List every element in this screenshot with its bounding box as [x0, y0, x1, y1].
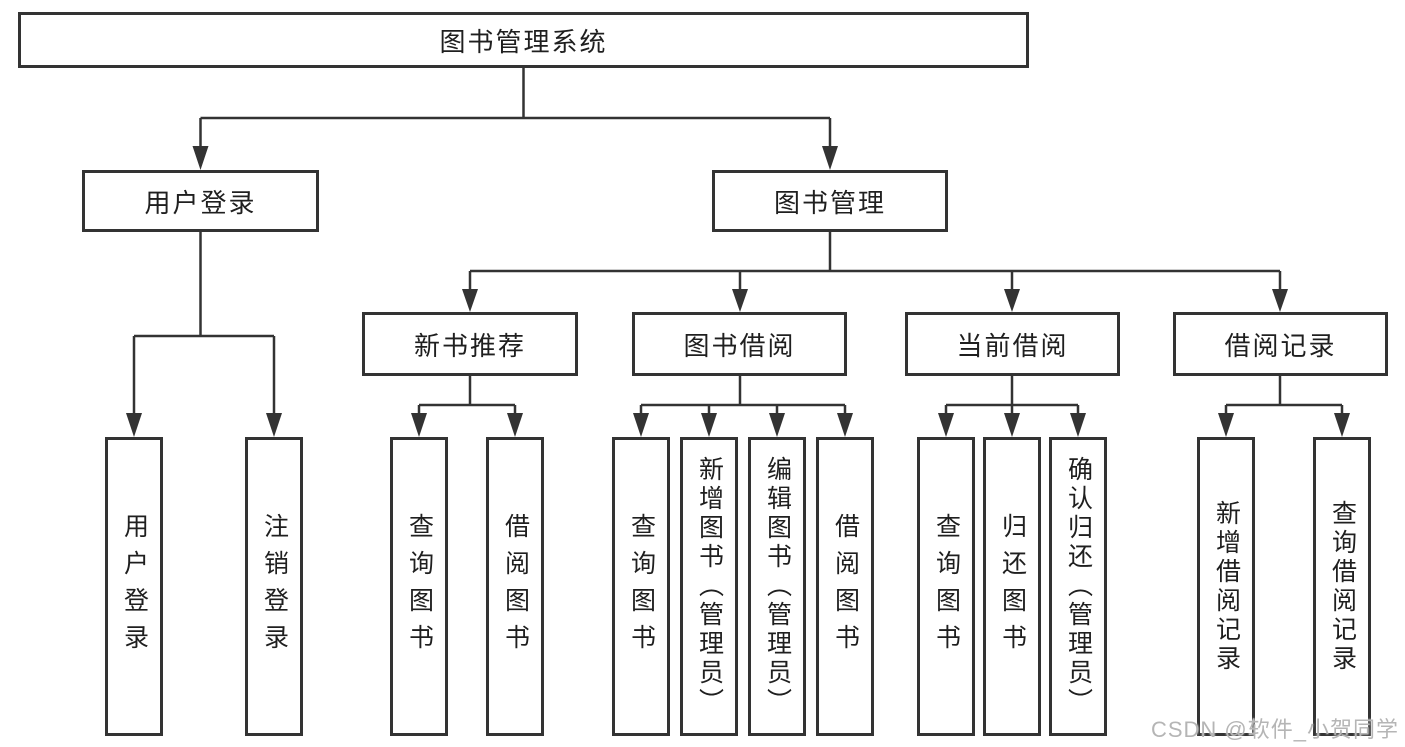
node-book-management: 图书管理	[712, 170, 948, 232]
node-new-book-recommend-label: 新书推荐	[413, 330, 526, 361]
node-user-login: 用户登录	[82, 170, 319, 232]
connector-root-to-level2	[199, 68, 832, 150]
node-leaf-query-books-borrowing: 查询图书	[612, 437, 670, 736]
csdn-watermark: CSDN @软件_小贺同学	[1150, 717, 1399, 742]
node-leaf-add-books-admin-label: 新增图书（管理员）	[695, 456, 724, 717]
node-leaf-logout-label: 注销登录	[260, 512, 289, 661]
connector-user-login-to-leaves	[132, 232, 276, 417]
node-leaf-add-books-admin: 新增图书（管理员）	[680, 437, 738, 736]
node-leaf-confirm-return-admin-label: 确认归还（管理员）	[1064, 456, 1093, 717]
node-leaf-query-books-recommend: 查询图书	[390, 437, 448, 736]
connector-borrowing-records	[1224, 376, 1344, 417]
connector-book-borrowing	[639, 376, 847, 417]
node-leaf-add-borrow-record: 新增借阅记录	[1197, 437, 1255, 736]
connector-book-mgmt-to-level3	[468, 232, 1282, 292]
node-leaf-query-books-recommend-label: 查询图书	[405, 512, 434, 661]
node-book-borrowing-label: 图书借阅	[683, 330, 796, 361]
node-root: 图书管理系统	[18, 12, 1029, 68]
node-leaf-query-borrow-record: 查询借阅记录	[1313, 437, 1371, 736]
arrowheads	[126, 146, 1350, 437]
node-leaf-return-books: 归还图书	[983, 437, 1041, 736]
node-root-label: 图书管理系统	[439, 26, 608, 57]
node-current-borrowing: 当前借阅	[905, 312, 1120, 376]
node-leaf-return-books-label: 归还图书	[998, 512, 1027, 661]
node-leaf-borrow-books-recommend-label: 借阅图书	[501, 512, 530, 661]
node-borrowing-records: 借阅记录	[1173, 312, 1388, 376]
node-book-management-label: 图书管理	[773, 187, 886, 218]
node-leaf-user-login-label: 用户登录	[120, 512, 149, 661]
node-book-borrowing: 图书借阅	[632, 312, 847, 376]
node-leaf-borrow-books-borrowing-label: 借阅图书	[831, 512, 860, 661]
node-leaf-add-borrow-record-label: 新增借阅记录	[1212, 499, 1241, 674]
node-leaf-query-books-borrowing-label: 查询图书	[627, 512, 656, 661]
connector-current-borrowing	[944, 376, 1080, 417]
connector-new-book-recommend	[417, 376, 517, 417]
node-leaf-edit-books-admin: 编辑图书（管理员）	[748, 437, 806, 736]
node-leaf-borrow-books-recommend: 借阅图书	[486, 437, 544, 736]
node-leaf-borrow-books-borrowing: 借阅图书	[816, 437, 874, 736]
node-leaf-query-borrow-record-label: 查询借阅记录	[1328, 499, 1357, 674]
node-current-borrowing-label: 当前借阅	[956, 330, 1069, 361]
node-leaf-user-login: 用户登录	[105, 437, 163, 736]
node-leaf-query-books-current-label: 查询图书	[932, 512, 961, 661]
node-leaf-confirm-return-admin: 确认归还（管理员）	[1049, 437, 1107, 736]
node-user-login-label: 用户登录	[144, 187, 257, 218]
node-leaf-logout: 注销登录	[245, 437, 303, 736]
node-borrowing-records-label: 借阅记录	[1224, 330, 1337, 361]
node-new-book-recommend: 新书推荐	[362, 312, 578, 376]
node-leaf-edit-books-admin-label: 编辑图书（管理员）	[763, 456, 792, 717]
node-leaf-query-books-current: 查询图书	[917, 437, 975, 736]
